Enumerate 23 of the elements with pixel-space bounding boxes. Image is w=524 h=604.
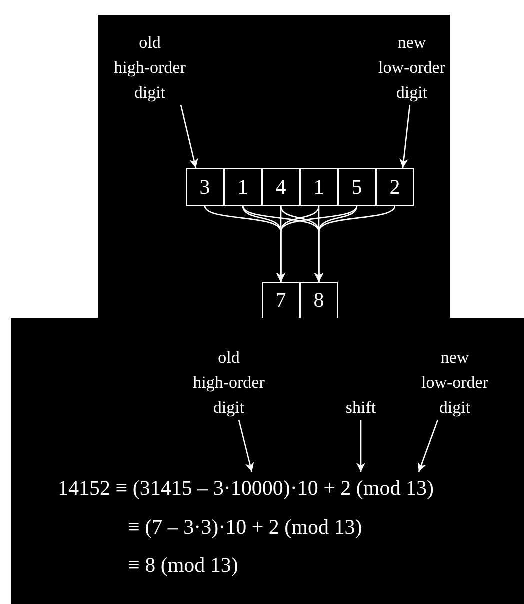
brace-arrow bbox=[314, 206, 396, 282]
arrow bbox=[356, 420, 366, 472]
equation-line: ≡ 8 (mod 13) bbox=[128, 553, 238, 578]
digit-cell: 3 bbox=[186, 168, 224, 206]
annotation-text: old high-order digit bbox=[110, 30, 190, 105]
annotation-text: new low-order digit bbox=[415, 345, 495, 420]
annotation-text: new low-order digit bbox=[372, 30, 452, 105]
arrow bbox=[400, 104, 411, 168]
brace-arrow bbox=[276, 206, 358, 282]
arrow bbox=[238, 420, 254, 472]
digit-cell: 4 bbox=[262, 168, 300, 206]
digit-cell: 8 bbox=[300, 282, 338, 318]
digit-cell: 5 bbox=[338, 168, 376, 206]
digit-cell: 1 bbox=[224, 168, 262, 206]
annotation-text: old high-order digit bbox=[189, 345, 269, 420]
digit-cell: 7 bbox=[262, 282, 300, 318]
arrow bbox=[180, 104, 198, 168]
digit-cell: 2 bbox=[376, 168, 414, 206]
digit-cell: 1 bbox=[300, 168, 338, 206]
arrow bbox=[418, 420, 439, 472]
annotation-text: shift bbox=[336, 395, 386, 420]
equation-line: 14152 ≡ (31415 – 3·10000)·10 + 2 (mod 13) bbox=[58, 472, 520, 504]
equation-line: ≡ (7 – 3·3)·10 + 2 (mod 13) bbox=[128, 515, 362, 540]
